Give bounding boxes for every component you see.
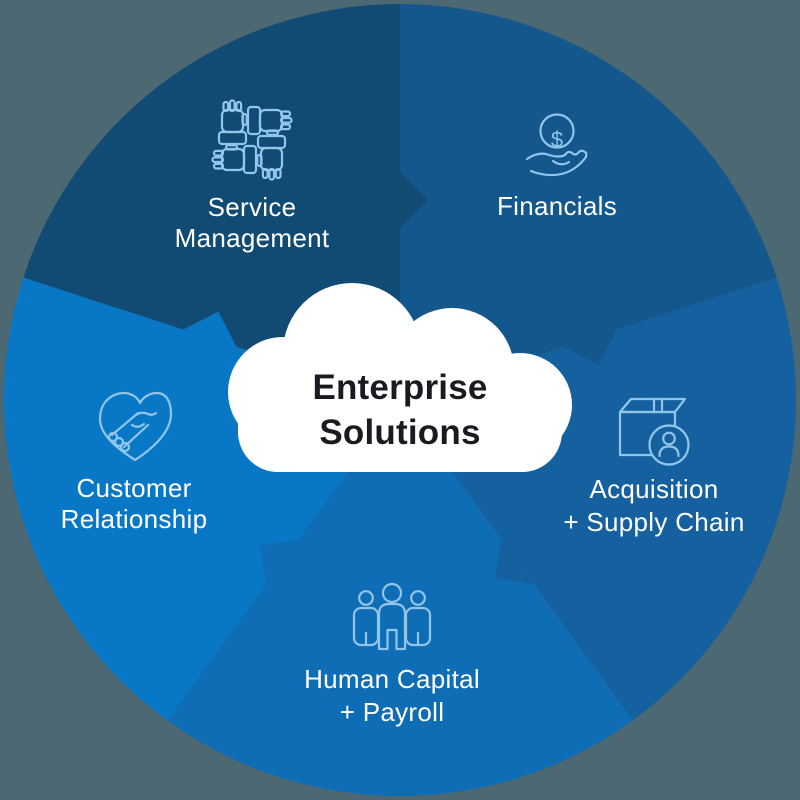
flow-arrow-financials-to-acquisition — [563, 329, 617, 365]
flow-arrow-customer-to-service — [183, 311, 237, 347]
label-service-management-line-2: Management — [175, 223, 330, 253]
label-human-capital-line-1: Human Capital — [304, 664, 480, 694]
center-cloud — [228, 283, 572, 472]
label-service-management-line-1: Service — [208, 192, 297, 222]
label-customer-line-1: Customer — [76, 473, 191, 503]
heart-handshake-icon — [98, 391, 173, 462]
people-group-icon — [352, 582, 432, 651]
dollar-sign: $ — [551, 127, 563, 152]
label-acquisition-line-1: Acquisition — [589, 474, 718, 504]
handshake-knuckle-1 — [107, 431, 119, 443]
person-head — [662, 431, 676, 446]
handshake-knuckle-2 — [113, 436, 125, 448]
cloud-title-line-1: Enterprise — [312, 368, 487, 407]
person-shoulders — [658, 445, 680, 458]
handshake-thumb — [130, 422, 146, 428]
flow-arrow-service-to-financials — [400, 172, 428, 228]
handshake-upper-edge — [110, 411, 140, 437]
box-tape — [652, 397, 664, 414]
label-acquisition-line-2: + Supply Chain — [563, 507, 744, 537]
label-financials: Financials — [497, 191, 617, 221]
coin-circle — [539, 113, 575, 149]
cloud-base — [238, 380, 562, 472]
handshake-knuckle-3 — [119, 441, 131, 453]
flow-arrow-acquisition-to-human-capital — [494, 539, 535, 585]
hand-top-edge — [525, 149, 588, 161]
handshake-finger-wave — [134, 411, 158, 417]
hand-palm-edge — [529, 155, 588, 177]
hand-thumb-curl — [551, 159, 571, 166]
hand-coin-icon — [525, 113, 588, 177]
segment-financials-wedge — [400, 4, 777, 400]
heart-outline — [98, 391, 173, 462]
cloud-title-line-2: Solutions — [319, 413, 480, 452]
label-human-capital-line-2: + Payroll — [340, 697, 445, 727]
person-center-head — [381, 582, 403, 604]
flow-arrows — [183, 172, 617, 585]
person-left-head — [358, 590, 374, 606]
person-right-head — [410, 590, 426, 606]
person-center-body — [377, 602, 407, 651]
label-customer-line-2: Relationship — [61, 504, 208, 534]
box-person-icon — [618, 397, 690, 466]
flow-arrow-human-capital-to-customer — [259, 539, 299, 585]
